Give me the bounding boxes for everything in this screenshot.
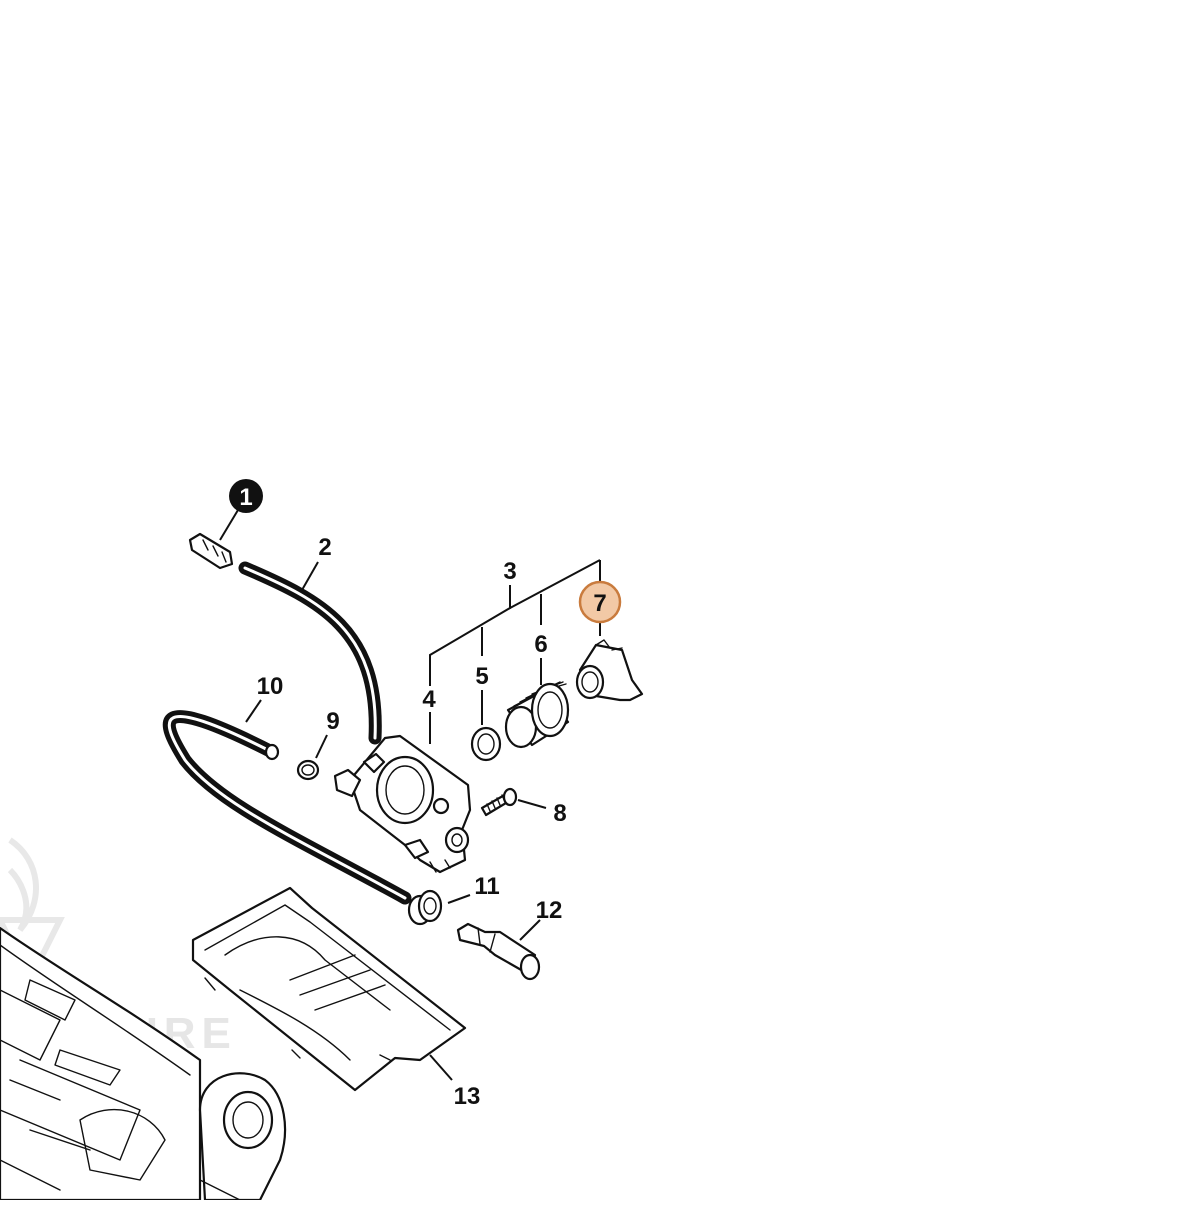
callout-7-badge: 7 [578,580,622,624]
callout-13: 13 [454,1083,481,1110]
part-7-sleeve [575,639,644,702]
part-8-screw [480,787,518,817]
callout-7: 7 [593,590,606,617]
part-1-fitting [188,532,234,570]
part-4-oil-pump [333,734,472,874]
callout-11: 11 [474,873,499,900]
callout-5: 5 [475,663,488,690]
callout-10: 10 [257,673,284,700]
part-13-cover-plate [191,886,467,1092]
callout-1-badge: 1 [229,479,263,513]
part-9-o-ring [296,759,320,781]
callout-12: 12 [536,897,563,924]
part-6-worm [504,681,570,749]
part-5-seal-ring [470,726,502,762]
callout-1: 1 [239,484,252,511]
callout-2: 2 [318,534,331,561]
callout-9: 9 [326,708,339,735]
callout-6: 6 [534,631,547,658]
callout-3: 3 [503,558,516,585]
callout-8: 8 [553,800,566,827]
callout-4: 4 [422,686,436,713]
part-11-grommet [407,889,443,926]
part-12-pickup-body [456,922,541,981]
part-2-hose [238,561,382,745]
leader-lines [219,509,601,1081]
part-10-hose [162,710,412,905]
chainsaw-housing [0,926,287,1202]
